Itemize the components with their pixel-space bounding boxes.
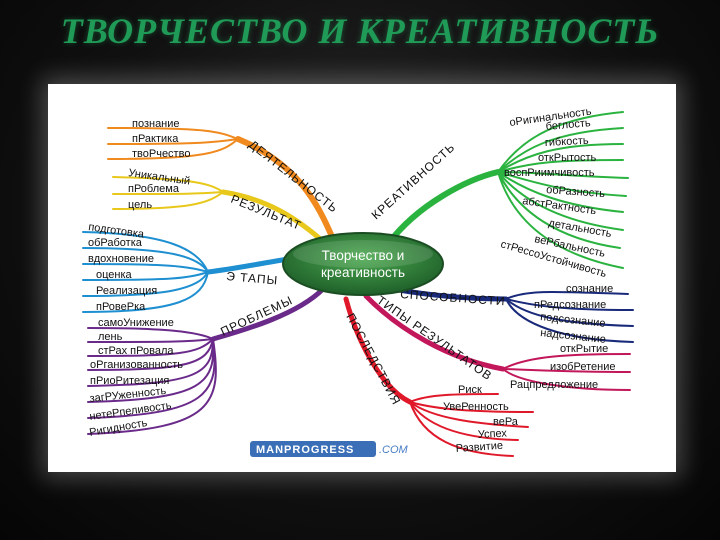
- item-len: лень: [98, 331, 123, 343]
- item-vdokhnovenie: вдохновение: [88, 253, 154, 265]
- branch-label-rezultat: РЕЗУЛЬТАТ: [229, 192, 304, 233]
- item-cel: цель: [128, 199, 152, 211]
- branch-label-posledstviya: ПОСЛЕДСТВИЯ: [343, 311, 403, 408]
- mind-map-canvas: ДЕЯТЕЛЬНОСТЬ познание пРактика твоРчеств…: [82, 106, 634, 457]
- item-uverennost: УвеРенность: [443, 401, 509, 413]
- item-soznanie: сознание: [566, 283, 613, 295]
- branch-deyatelnost: [107, 127, 336, 242]
- item-otkrytost: откРытость: [538, 152, 597, 164]
- branch-rezultat: [112, 176, 329, 247]
- item-vospriimchivost: воспРиимчивость: [504, 167, 595, 179]
- branch-kreativnost: [385, 111, 629, 269]
- slide-title: ТВОРЧЕСТВО И КРЕАТИВНОСТЬ: [60, 11, 660, 51]
- item-samounizhenie: самоУнижение: [98, 317, 174, 329]
- item-poznanie: познание: [132, 118, 180, 130]
- branch-sposobnosti: [390, 286, 634, 343]
- item-praktika: пРактика: [132, 133, 179, 145]
- item-vera: веРа: [493, 416, 519, 428]
- branch-label-sposobnosti: СПОСОБНОСТИ: [400, 287, 506, 308]
- item-otkrytie: откРытие: [560, 343, 608, 355]
- center-node: Творчество и креативность: [282, 232, 444, 296]
- branch-problemy: [87, 286, 326, 435]
- branch-tipy: [363, 293, 631, 391]
- item-racpredlozhenie: Рацпредложение: [510, 379, 598, 391]
- item-proverka: пРовеРка: [96, 301, 146, 313]
- item-realizaciya: Реализация: [96, 285, 157, 297]
- item-izobretenie: изобРетение: [550, 361, 615, 373]
- branch-label-tipy: ТИПЫ РЕЗУЛЬТАТОВ: [374, 293, 494, 383]
- item-organizovannost: оРганизованность: [90, 359, 183, 371]
- logo-name: MANPROGRESS: [256, 444, 354, 456]
- item-beglost: беглость: [545, 117, 591, 133]
- item-obraznost: обРазность: [546, 184, 606, 200]
- item-gibkost: гибкость: [545, 135, 590, 149]
- branch-label-kreativnost: КРЕАТИВНОСТЬ: [369, 140, 458, 222]
- branch-label-etapy: Э ТАПЫ: [226, 269, 279, 287]
- item-prioritezaciya: пРиоРитезация: [90, 375, 169, 387]
- item-risk: Риск: [458, 384, 482, 396]
- item-ocenka: оценка: [96, 269, 133, 281]
- item-predsoznanie: пРедсознание: [534, 299, 606, 311]
- mind-map: ДЕЯТЕЛЬНОСТЬ познание пРактика твоРчеств…: [48, 84, 676, 472]
- item-strakh-provala: стРах пРовала: [98, 345, 174, 357]
- item-uspekh: Успех: [478, 427, 508, 441]
- manprogress-logo: MANPROGRESS .COM: [250, 441, 409, 457]
- item-obrabotka: обРаботка: [88, 237, 143, 249]
- center-line-2: креативность: [321, 265, 405, 280]
- logo-suffix: .COM: [379, 444, 409, 456]
- branch-posledstviya: [343, 296, 534, 457]
- item-tvorchestvo: твоРчество: [132, 148, 190, 160]
- center-line-1: Творчество и: [322, 248, 405, 263]
- branch-etapy: [82, 231, 291, 313]
- item-problema: пРоблема: [128, 183, 180, 195]
- item-razvitie: Развитие: [455, 440, 503, 455]
